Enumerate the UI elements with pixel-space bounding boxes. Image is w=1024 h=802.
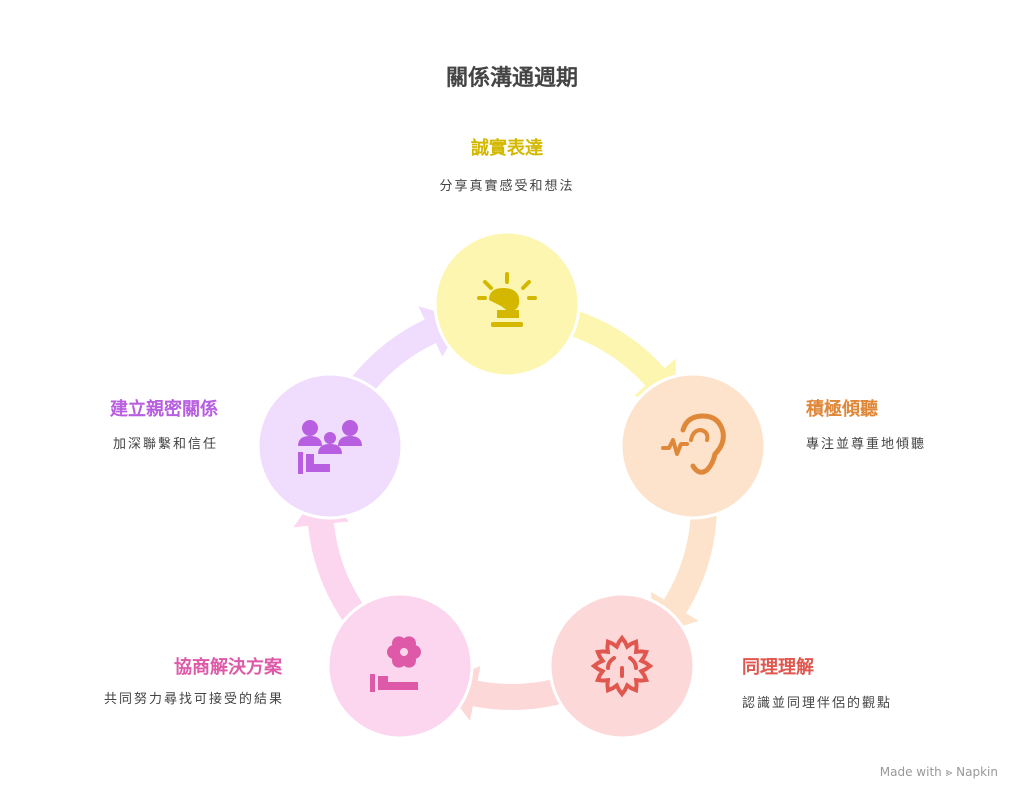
step-4-desc: 共同努力尋找可接受的結果	[103, 692, 284, 707]
flower-hand-icon	[370, 636, 421, 692]
group-icon	[298, 420, 362, 474]
step-3-desc: 認識並同理伴侶的觀點	[742, 696, 893, 711]
step-2-label: 積極傾聽	[806, 399, 878, 420]
step-3-label: 同理理解	[742, 657, 814, 678]
step-circle	[619, 372, 767, 520]
step-5-label: 建立親密關係	[110, 399, 218, 420]
diagram-title: 關係溝通週期	[445, 65, 578, 91]
step-4-label: 協商解決方案	[174, 657, 282, 678]
step-1-desc: 分享真實感受和想法	[439, 179, 575, 194]
step-1-label: 誠實表達	[471, 138, 543, 159]
ear-icon	[661, 413, 726, 475]
speaking-head-icon	[477, 272, 537, 327]
napkin-watermark: Made with ⪢ Napkin	[879, 765, 998, 779]
step-2-desc: 專注並尊重地傾聽	[806, 437, 927, 452]
brain-icon	[590, 634, 654, 698]
step-5-desc: 加深聯繫和信任	[112, 437, 218, 452]
